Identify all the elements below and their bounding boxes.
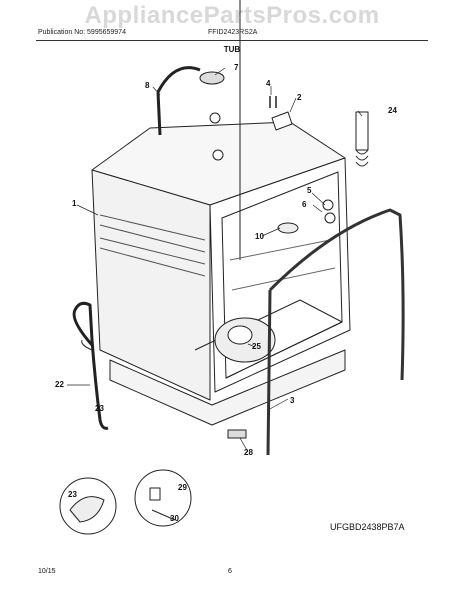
vent-hose: [156, 66, 201, 136]
door-spring: [355, 111, 369, 151]
top-port-left: [209, 112, 221, 124]
callout-1: 1: [72, 199, 77, 208]
callout-24: 24: [388, 106, 397, 115]
tub-base: [109, 349, 346, 426]
callout-5: 5: [307, 186, 312, 195]
footer-page-number: 6: [228, 568, 232, 575]
callout-8: 8: [145, 81, 150, 90]
watermark-logo: AppliancePartsPros.com: [84, 2, 380, 29]
door-gasket: [266, 208, 405, 456]
inset-callout-30: 30: [170, 514, 179, 523]
callout-28: 28: [244, 448, 253, 457]
callout-3: 3: [290, 396, 295, 405]
footer-date: 10/15: [38, 568, 56, 575]
bracket: [227, 429, 247, 439]
callout-6: 6: [302, 200, 307, 209]
diagram-code: UFGBD2438PB7A: [330, 522, 405, 532]
clamp: [271, 111, 293, 131]
section-title: TUB: [223, 45, 241, 54]
vent-cap: [199, 71, 225, 85]
callout-4: 4: [266, 79, 271, 88]
callout-23: 23: [95, 404, 104, 413]
callout-25: 25: [252, 342, 261, 351]
callout-2: 2: [297, 93, 302, 102]
nut-upper: [322, 199, 334, 211]
callout-7: 7: [234, 63, 239, 72]
fill-funnel: [277, 222, 299, 234]
drain-hose: [72, 301, 109, 430]
publication-number: Publication No: 5995659974: [38, 29, 126, 36]
header-rule: [36, 40, 428, 41]
tub-left-wall: [91, 169, 211, 401]
model-number: FFID2423RS2A: [208, 29, 258, 36]
callout-22: 22: [55, 380, 64, 389]
callout-10: 10: [255, 232, 264, 241]
inset-callout-29: 29: [178, 483, 187, 492]
inset-callout-23: 23: [68, 490, 77, 499]
nut-lower: [324, 212, 336, 224]
top-port-right: [212, 149, 224, 161]
inset-circle-right: [134, 469, 192, 527]
